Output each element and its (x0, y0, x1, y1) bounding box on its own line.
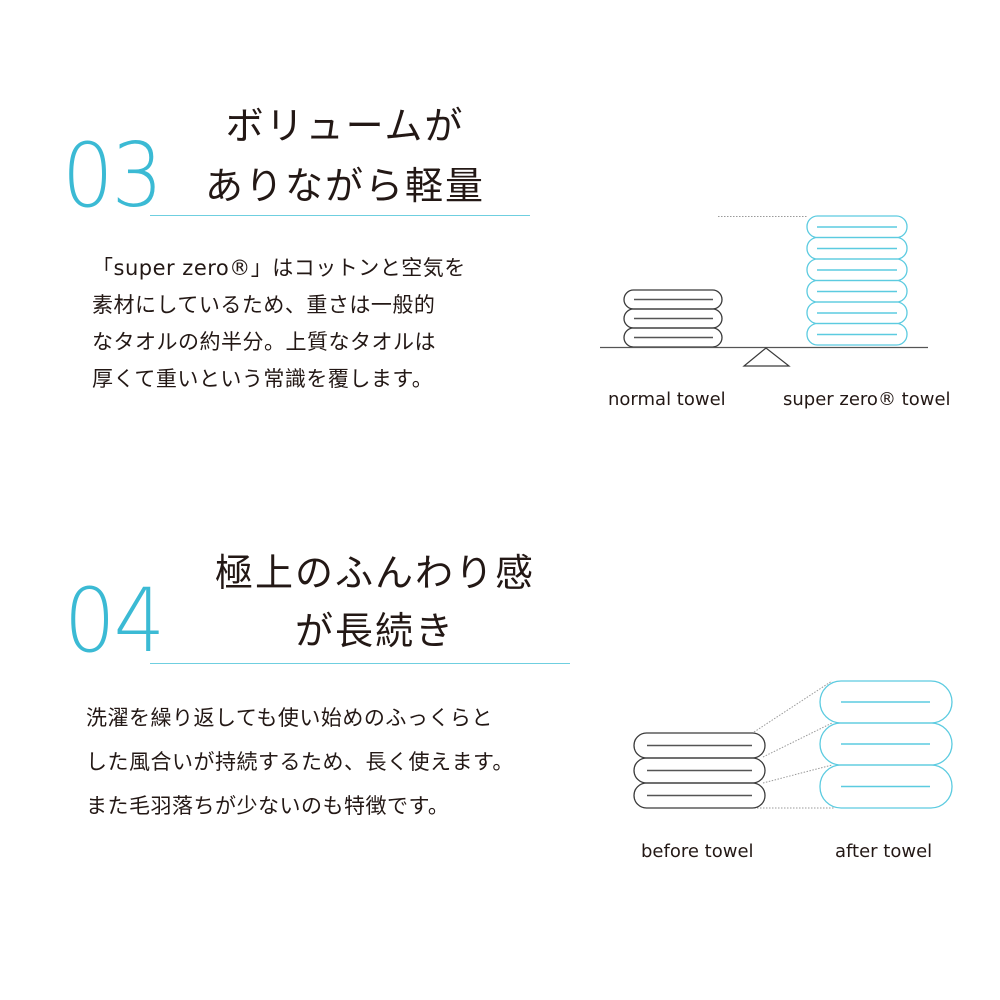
body-line: 素材にしているため、重さは一般的 (92, 293, 436, 317)
normal-towel-label: normal towel (608, 389, 726, 410)
before-towel-stack (633, 732, 766, 809)
after-towel-stack (819, 680, 953, 809)
body-line: した風合いが持続するため、長く使えます。 (86, 750, 514, 774)
body-line: なタオルの約半分。上質なタオルは (92, 330, 436, 354)
section-title-line2: ありながら軽量 (204, 164, 485, 208)
section-title-line2: が長続き (294, 609, 455, 653)
body-line: 「super zero®」はコットンと空気を (92, 256, 466, 280)
normal-towel-stack (623, 289, 723, 348)
section-number: 04 (64, 569, 165, 672)
section-number: 03 (62, 124, 163, 227)
before-towel-label: before towel (641, 841, 754, 862)
section-title-line1: ボリュームが (225, 104, 465, 148)
body-line: また毛羽落ちが少ないのも特徴です。 (86, 794, 450, 818)
super-zero-towel-stack (806, 215, 908, 346)
fulcrum-icon (742, 347, 791, 367)
super-zero-towel-label: super zero® towel (783, 389, 951, 410)
body-line: 洗濯を繰り返しても使い始めのふっくらと (86, 706, 493, 730)
body-line: 厚くて重いという常識を覆します。 (92, 367, 434, 391)
section-body: 「super zero®」はコットンと空気を 素材にしているため、重さは一般的 … (92, 250, 466, 398)
title-underline (150, 663, 570, 664)
section-body: 洗濯を繰り返しても使い始めのふっくらと した風合いが持続するため、長く使えます。… (86, 696, 514, 828)
after-towel-label: after towel (835, 841, 933, 862)
connector-lines (753, 680, 835, 809)
section-title-line1: 極上のふんわり感 (214, 551, 535, 595)
title-underline (150, 215, 530, 216)
